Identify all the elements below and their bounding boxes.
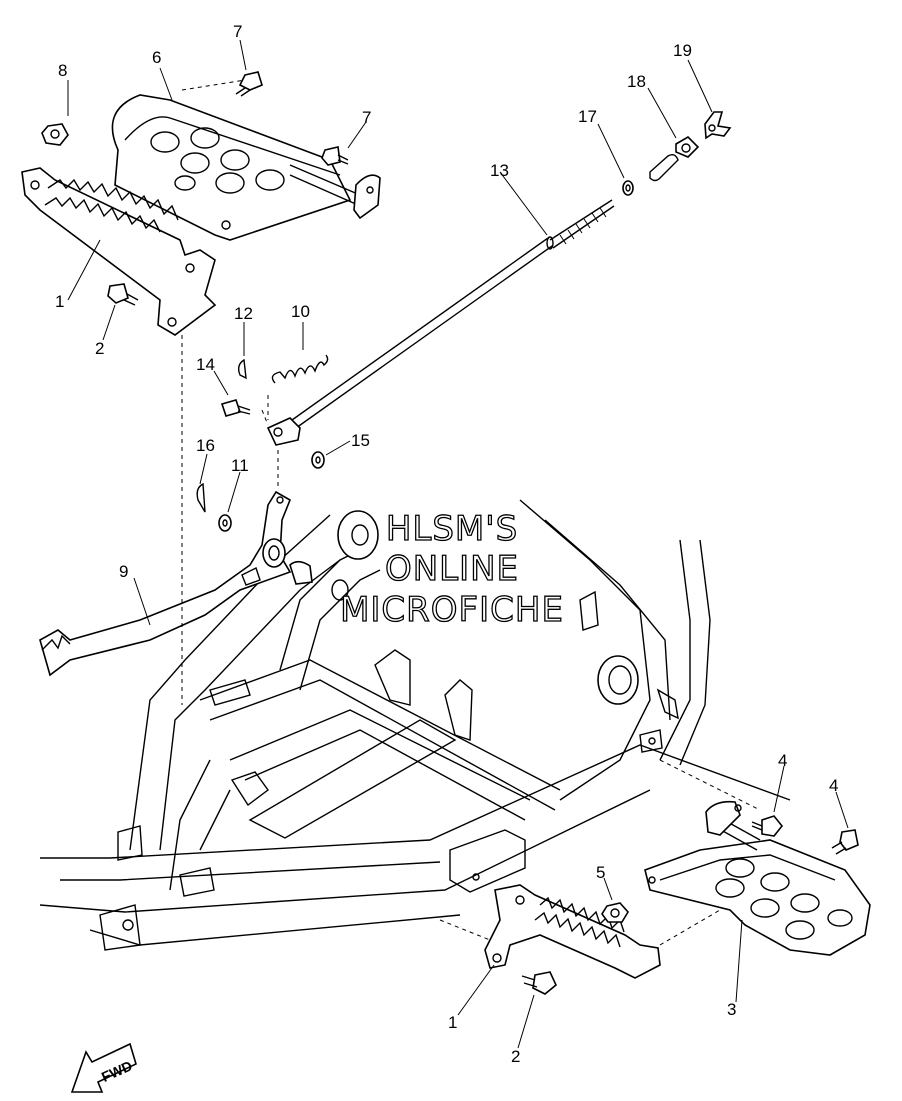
footrest-bracket-lower — [484, 884, 661, 979]
spring-small-icon — [622, 153, 679, 196]
callout-labels: 8 6 7 7 1 2 13 17 18 19 10 12 14 15 16 1… — [55, 22, 838, 1066]
adjuster-nut-icon — [675, 135, 700, 158]
callout-1: 1 — [55, 292, 64, 311]
callout-2: 2 — [511, 1047, 520, 1066]
callout-9: 9 — [119, 562, 128, 581]
callout-14: 14 — [196, 355, 215, 374]
spring-icon — [271, 354, 329, 384]
pin-icon — [220, 399, 251, 417]
fwd-arrow-icon: FWD — [70, 1042, 137, 1093]
callout-8: 8 — [58, 61, 67, 80]
bracket-shaft-upper — [289, 164, 381, 220]
bolt-icon — [107, 283, 139, 306]
footrest-bracket-upper — [21, 167, 217, 336]
footrest-guard-upper — [111, 94, 352, 241]
callout-18: 18 — [627, 72, 646, 91]
callout-10: 10 — [291, 302, 310, 321]
nut-icon — [601, 902, 629, 923]
callout-6: 6 — [152, 48, 161, 67]
cotter-pin-icon — [237, 358, 247, 380]
callout-3: 3 — [727, 1000, 736, 1019]
callout-4: 4 — [778, 751, 787, 770]
callout-4: 4 — [829, 776, 838, 795]
callout-11: 11 — [231, 456, 249, 475]
bolt-icon — [831, 829, 859, 855]
callout-2: 2 — [95, 339, 104, 358]
footrest-guard-lower — [644, 839, 871, 956]
watermark: HLSM'S ONLINE MICROFICHE — [339, 508, 564, 630]
callout-19: 19 — [673, 41, 692, 60]
frame — [39, 499, 791, 951]
bracket-shaft-lower — [705, 800, 761, 851]
watermark-line-3: MICROFICHE — [340, 590, 564, 630]
callout-13: 13 — [490, 161, 509, 180]
callout-7: 7 — [233, 22, 242, 41]
callout-15: 15 — [351, 431, 370, 450]
wing-nut-icon — [704, 111, 732, 140]
watermark-line-2: ONLINE — [385, 549, 519, 589]
callout-1: 1 — [448, 1013, 457, 1032]
bolt-icon — [521, 971, 557, 995]
bolt-icon — [321, 146, 349, 166]
bolt-icon — [751, 815, 784, 837]
nut-icon — [41, 123, 69, 146]
washer-icon — [218, 514, 232, 532]
callout-12: 12 — [234, 304, 253, 323]
washer-icon — [311, 451, 325, 469]
bolt-icon — [235, 71, 263, 97]
rod-joint — [266, 417, 301, 446]
watermark-line-1: HLSM'S — [386, 509, 518, 549]
callout-5: 5 — [596, 863, 605, 882]
brake-rod — [291, 199, 615, 429]
leader-lines — [67, 39, 849, 1049]
callout-17: 17 — [578, 107, 597, 126]
cotter-pin-icon — [196, 482, 206, 513]
brake-pedal — [39, 490, 313, 677]
callout-16: 16 — [196, 436, 215, 455]
callout-7: 7 — [362, 108, 371, 127]
